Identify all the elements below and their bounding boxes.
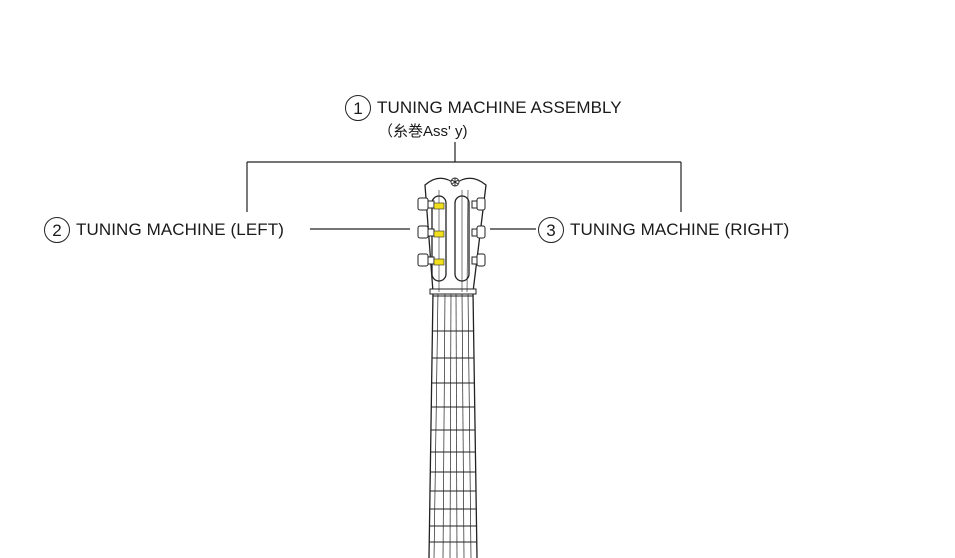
tuning-machine-right [471,197,486,267]
callout-number-2: 2 [44,217,70,243]
tuner-button-left-3 [417,253,429,267]
tuner-roller-left-3 [433,258,445,266]
tuning-fork-logo-icon [450,177,460,187]
tuner-button-right-3 [476,253,486,267]
tuner-button-left-1 [417,197,429,211]
callout-3: 3 TUNING MACHINE (RIGHT) [538,217,789,243]
callout-number-1: 1 [345,95,371,121]
callout-label-3: TUNING MACHINE (RIGHT) [570,220,790,239]
tuner-roller-left-1 [433,202,445,210]
tuner-button-left-2 [417,225,429,239]
tuner-button-right-2 [476,225,486,239]
tuner-roller-left-2 [433,230,445,238]
callout-label-2: TUNING MACHINE (LEFT) [76,220,284,239]
callout-2: 2 TUNING MACHINE (LEFT) [44,217,284,243]
tuning-machine-left [417,197,445,267]
headstock [424,177,487,295]
callout-1: 1 TUNING MACHINE ASSEMBLY [345,95,622,121]
fretboard [428,291,478,558]
nut [429,288,477,295]
leader-lines [246,142,682,230]
tuner-button-right-1 [476,197,486,211]
callout-number-3: 3 [538,217,564,243]
callout-sublabel-1: （糸巻Ass' y) [378,123,468,140]
callout-label-1: TUNING MACHINE ASSEMBLY [377,98,622,117]
